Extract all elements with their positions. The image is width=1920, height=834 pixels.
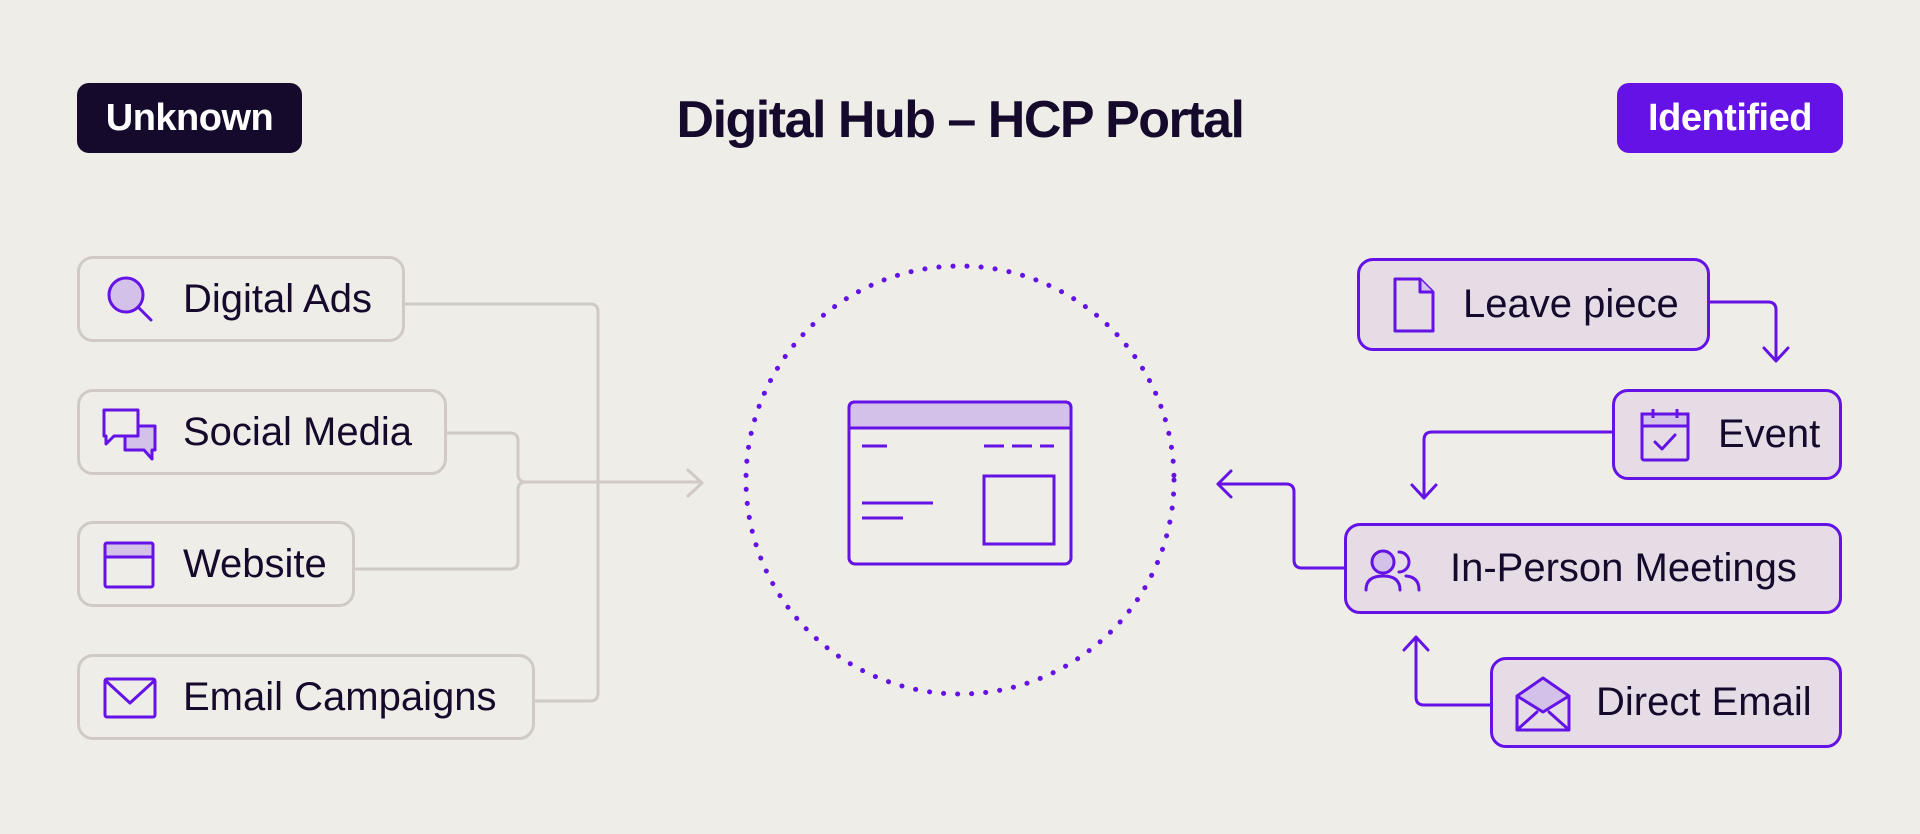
hub-circle [743, 263, 1177, 697]
source-in-person-meetings: In-Person Meetings [1344, 523, 1842, 614]
source-digital-ads: Digital Ads [77, 256, 405, 342]
source-label: Direct Email [1596, 680, 1812, 724]
connector-social-media [445, 431, 528, 484]
connector-in-person [1216, 482, 1346, 570]
source-event: Event [1612, 389, 1842, 480]
source-leave-piece: Leave piece [1357, 258, 1710, 351]
chat-bubbles-icon [100, 404, 160, 464]
connector-direct-email [1414, 636, 1492, 707]
browser-window-icon [100, 536, 160, 596]
envelope-icon [100, 669, 160, 729]
connector-event [1422, 430, 1614, 499]
source-label: Event [1718, 412, 1821, 456]
source-label: Social Media [183, 409, 413, 454]
connector-email-campaigns [533, 480, 600, 703]
direct-email-arrowhead [1402, 635, 1430, 652]
identified-badge: Identified [1617, 83, 1843, 153]
unknown-badge: Unknown [77, 83, 302, 153]
people-icon [1363, 542, 1423, 602]
portal-webpage-icon [847, 400, 1073, 566]
source-website: Website [77, 521, 355, 607]
page-title: Digital Hub – HCP Portal [676, 91, 1245, 149]
source-label: Leave piece [1463, 282, 1679, 326]
source-label: Website [183, 541, 327, 586]
open-envelope-icon [1513, 674, 1573, 734]
leave-piece-arrowhead [1762, 346, 1790, 363]
source-label: Digital Ads [183, 276, 372, 321]
connector-leave-piece [1708, 300, 1778, 362]
source-direct-email: Direct Email [1490, 657, 1842, 748]
source-label: In-Person Meetings [1450, 546, 1797, 590]
source-email-campaigns: Email Campaigns [77, 654, 535, 740]
connector-website [353, 480, 528, 571]
source-label: Email Campaigns [183, 674, 497, 719]
source-social-media: Social Media [77, 389, 447, 475]
connector-digital-ads [403, 302, 600, 484]
search-icon [100, 269, 160, 329]
merge-arrowhead [686, 468, 704, 498]
in-person-arrowhead [1216, 469, 1233, 499]
event-arrowhead [1410, 483, 1438, 500]
document-icon [1384, 275, 1444, 335]
calendar-check-icon [1635, 406, 1695, 466]
